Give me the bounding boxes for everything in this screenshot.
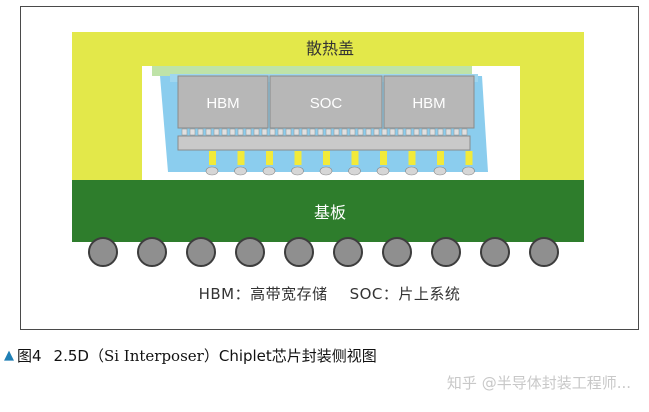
microbump: [237, 128, 244, 136]
tsv-pillar: [351, 151, 359, 165]
tsv-pillar: [294, 151, 302, 165]
microbump: [197, 128, 204, 136]
tsv-pillar: [237, 151, 245, 165]
tsv-pillar: [323, 151, 330, 165]
die-label-hbm-right: HBM: [412, 95, 445, 112]
microbump: [221, 128, 228, 136]
microbump: [421, 128, 428, 136]
watermark: 知乎 @半导体封装工程师...: [446, 374, 631, 392]
microbump: [253, 128, 260, 136]
c4-bump: [205, 166, 219, 176]
solder-ball: [235, 237, 265, 267]
microbump: [261, 128, 268, 136]
microbump-row: [181, 128, 468, 136]
microbump: [301, 128, 308, 136]
die-label-hbm-left: HBM: [206, 95, 239, 112]
c4-bump: [319, 166, 333, 176]
microbump: [333, 128, 340, 136]
c4-bump: [291, 166, 304, 176]
microbump: [349, 128, 356, 136]
microbump: [445, 128, 452, 136]
figure-caption: ▲ 图4 2.5D（ Si Interposer ）Chiplet芯片封装侧视图: [4, 345, 377, 366]
legend-soc: SOC：片上系统: [349, 285, 461, 303]
microbump: [381, 128, 388, 136]
die-soc: [269, 75, 383, 129]
tsv-pillar: [437, 151, 444, 165]
microbump: [397, 128, 404, 136]
solder-ball: [480, 237, 510, 267]
c4-bump: [376, 166, 390, 176]
microbump: [437, 128, 444, 136]
solder-ball: [284, 237, 314, 267]
microbump: [365, 128, 372, 136]
die-hbm-right: [383, 75, 475, 129]
c4-bump: [348, 166, 361, 176]
thermal-interface-material: [152, 66, 472, 76]
microbump: [269, 128, 276, 136]
figure-number: 图4: [17, 347, 42, 365]
microbump: [309, 128, 316, 136]
microbump: [229, 128, 236, 136]
legend-hbm: HBM：高带宽存储: [198, 285, 328, 303]
caption-title-b: Si Interposer: [103, 346, 204, 365]
microbump: [277, 128, 284, 136]
die-hbm-left: [177, 75, 269, 129]
silicon-interposer: [177, 135, 471, 151]
solder-ball: [431, 237, 461, 267]
legend: HBM：高带宽存储 SOC：片上系统: [20, 283, 639, 304]
solder-ball: [88, 237, 118, 267]
tsv-pillar: [408, 151, 416, 165]
substrate: [72, 180, 584, 242]
c4-bump: [462, 166, 475, 176]
caption-marker-icon: ▲: [4, 348, 14, 363]
microbump: [245, 128, 252, 136]
c4-bump-row: [205, 166, 475, 176]
microbump: [325, 128, 332, 136]
microbump: [373, 128, 380, 136]
microbump: [413, 128, 420, 136]
microbump: [357, 128, 364, 136]
microbump: [341, 128, 348, 136]
solder-ball: [529, 237, 559, 267]
die-label-soc: SOC: [310, 95, 343, 112]
tsv-pillar: [380, 151, 387, 165]
microbump: [429, 128, 436, 136]
solder-ball: [333, 237, 363, 267]
tsv-pillars: [209, 151, 473, 165]
microbump: [285, 128, 292, 136]
substrate-label: 基板: [314, 203, 346, 222]
c4-bump: [262, 166, 276, 176]
caption-title-a: 2.5D（: [53, 347, 104, 365]
microbump: [205, 128, 212, 136]
solder-ball: [137, 237, 167, 267]
solder-ball-row: [88, 237, 559, 267]
solder-ball: [382, 237, 412, 267]
microbump: [405, 128, 412, 136]
microbump: [293, 128, 300, 136]
microbump: [461, 128, 468, 136]
heat-spreader-label: 散热盖: [306, 39, 354, 58]
solder-ball: [186, 237, 216, 267]
tsv-pillar: [465, 151, 473, 165]
tsv-pillar: [266, 151, 273, 165]
c4-bump: [234, 166, 247, 176]
microbump: [453, 128, 460, 136]
microbump: [213, 128, 220, 136]
caption-title-c: ）Chiplet芯片封装侧视图: [203, 347, 377, 365]
c4-bump: [405, 166, 418, 176]
c4-bump: [433, 166, 447, 176]
microbump: [389, 128, 396, 136]
microbump: [189, 128, 196, 136]
tsv-pillar: [209, 151, 216, 165]
microbump: [181, 128, 188, 136]
microbump: [317, 128, 324, 136]
